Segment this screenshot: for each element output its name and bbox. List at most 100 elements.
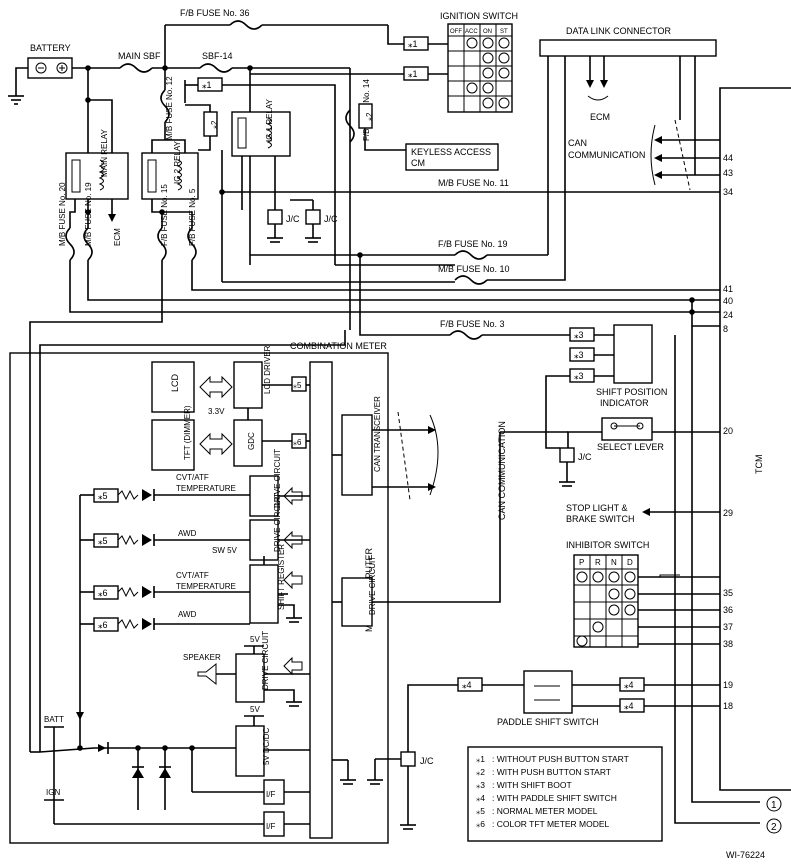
- drive-circuit-label-1: DRIVE CIRCUIT: [273, 449, 282, 508]
- pin-44: 44: [723, 153, 733, 163]
- tag-t1-c: ⁎1: [202, 80, 212, 90]
- paddle-shift-switch: PADDLE SHIFT SWITCH: [497, 670, 599, 727]
- tag-t4-c: ⁎4: [624, 701, 634, 711]
- tag-t5-a: ⁎5: [293, 381, 302, 390]
- jc-label-1: J/C: [286, 214, 300, 224]
- legend-text-1: : WITHOUT PUSH BUTTON START: [492, 754, 629, 764]
- can-transceiver-label: CAN TRANSCEIVER: [373, 396, 382, 472]
- tcm-label: TCM: [754, 455, 764, 475]
- legend-mark-5: ⁎5: [476, 806, 485, 816]
- jc-label-2: J/C: [324, 214, 338, 224]
- pin-35: 35: [723, 588, 733, 598]
- stop-light-label-2: BRAKE SWITCH: [566, 514, 635, 524]
- dcdc-label: 5V DC/DC: [262, 727, 271, 765]
- shift-register-label: SHIFT REGISTER: [277, 544, 286, 610]
- tag-t2-a: ⁎2: [210, 120, 219, 129]
- can-comm-line2: COMMUNICATION: [568, 150, 645, 160]
- select-lever-label: SELECT LEVER: [597, 442, 664, 452]
- pin-41: 41: [723, 284, 733, 294]
- batt-label: BATT: [44, 715, 64, 724]
- awd2-label: AWD: [178, 610, 197, 619]
- sbf14-label: SBF-14: [202, 51, 233, 61]
- shift-position-indicator: SHIFT POSITION INDICATOR: [596, 324, 667, 408]
- sw5v-label: SW 5V: [212, 546, 238, 555]
- inh-col-d: D: [627, 558, 633, 567]
- cvt-temp1-line1: CVT/ATF: [176, 473, 209, 482]
- mb-fuse-11-label: M/B FUSE No. 11: [438, 178, 509, 188]
- inhibitor-switch: INHIBITOR SWITCH P R N D: [566, 540, 649, 648]
- tag-t3-b: ⁎3: [574, 350, 584, 360]
- connector-1: 1: [771, 800, 777, 811]
- legend-text-6: : COLOR TFT METER MODEL: [492, 819, 610, 829]
- ecm-label-left: ECM: [113, 228, 122, 246]
- can-comm-vertical: CAN COMMUNICATION: [497, 421, 507, 520]
- pin-36: 36: [723, 605, 733, 615]
- pin-20: 20: [723, 426, 733, 436]
- tag-t6-c: ⁎6: [98, 620, 108, 630]
- pin-37: 37: [723, 622, 733, 632]
- battery-label: BATTERY: [30, 43, 71, 53]
- pin-24: 24: [723, 310, 733, 320]
- if-label-1: I/F: [266, 790, 275, 799]
- select-lever: SELECT LEVER: [597, 417, 664, 452]
- fb-fuse-3-label: F/B FUSE No. 3: [440, 319, 505, 329]
- legend-text-5: : NORMAL METER MODEL: [492, 806, 598, 816]
- pin-19: 19: [723, 680, 733, 690]
- stop-light-label-1: STOP LIGHT &: [566, 503, 628, 513]
- legend-text-4: : WITH PADDLE SHIFT SWITCH: [492, 793, 617, 803]
- ig1-relay-label: IG 1 RELAY: [265, 98, 274, 142]
- mb-fuse-10-label: M/B FUSE No. 10: [438, 264, 510, 274]
- paddle-shift-switch-label: PADDLE SHIFT SWITCH: [497, 717, 599, 727]
- ign-col-on: ON: [483, 29, 492, 35]
- v5a-label: 5V: [250, 635, 260, 644]
- tft-label: TFT (DIMMER): [183, 405, 192, 460]
- lcd-label: LCD: [170, 373, 180, 392]
- speaker-label: SPEAKER: [183, 653, 221, 662]
- pin-43: 43: [723, 168, 733, 178]
- ign-col-acc: ACC: [465, 29, 478, 35]
- main-relay: MAIN RELAY: [65, 128, 129, 200]
- if-label-2: I/F: [266, 822, 275, 831]
- main-sbf-label: MAIN SBF: [118, 51, 161, 61]
- tag-t3-c: ⁎3: [574, 371, 584, 381]
- fb-fuse-19-label: F/B FUSE No. 19: [438, 239, 508, 249]
- legend-mark-1: ⁎1: [476, 754, 485, 764]
- pin-29: 29: [723, 508, 733, 518]
- tag-t5-b: ⁎5: [98, 491, 108, 501]
- legend: ⁎1 : WITHOUT PUSH BUTTON START ⁎2 : WITH…: [467, 746, 663, 842]
- combination-meter-label: COMBINATION METER: [290, 341, 387, 351]
- mb-fuse-12-label: M/B FUSE No. 12: [165, 76, 174, 140]
- can-comm-line1: CAN: [568, 138, 587, 148]
- connector-2: 2: [771, 822, 777, 833]
- jc-label-4: J/C: [420, 756, 434, 766]
- tag-t1-b: ⁎1: [408, 69, 418, 79]
- inh-col-r: R: [595, 558, 601, 567]
- cvt-temp1-line2: TEMPERATURE: [176, 484, 236, 493]
- cvt-temp2-line1: CVT/ATF: [176, 571, 209, 580]
- drive-circuit-label-2: DRIVE CIRCUIT: [273, 493, 282, 552]
- awd1-label: AWD: [178, 529, 197, 538]
- legend-mark-4: ⁎4: [476, 793, 485, 803]
- ig1-relay: IG 1 RELAY: [231, 98, 291, 157]
- legend-mark-3: ⁎3: [476, 780, 485, 790]
- data-link-connector-label: DATA LINK CONNECTOR: [566, 26, 672, 36]
- ignition-switch: IGNITION SWITCH OFF ACC ON ST: [440, 11, 518, 113]
- keyless-line1: KEYLESS ACCESS: [411, 147, 491, 157]
- battery: BATTERY: [8, 43, 73, 105]
- ign-col-off: OFF: [450, 29, 462, 35]
- tag-t6-a: ⁎6: [293, 438, 302, 447]
- lcd-driver-label: LCD DRIVER: [263, 345, 272, 394]
- fb-fuse-15-label: F/B FUSE No. 15: [160, 184, 169, 246]
- cvt-temp2-line2: TEMPERATURE: [176, 582, 236, 591]
- ign-col-st: ST: [500, 29, 508, 35]
- gdc-label: GDC: [247, 432, 256, 450]
- pin-8: 8: [723, 324, 728, 334]
- main-relay-label: MAIN RELAY: [100, 128, 109, 177]
- legend-mark-2: ⁎2: [476, 767, 485, 777]
- spi-label-1: SHIFT POSITION: [596, 387, 667, 397]
- keyless-line2: CM: [411, 158, 425, 168]
- inh-col-n: N: [611, 558, 617, 567]
- jc-label-3: J/C: [578, 452, 592, 462]
- legend-text-3: : WITH SHIFT BOOT: [492, 780, 572, 790]
